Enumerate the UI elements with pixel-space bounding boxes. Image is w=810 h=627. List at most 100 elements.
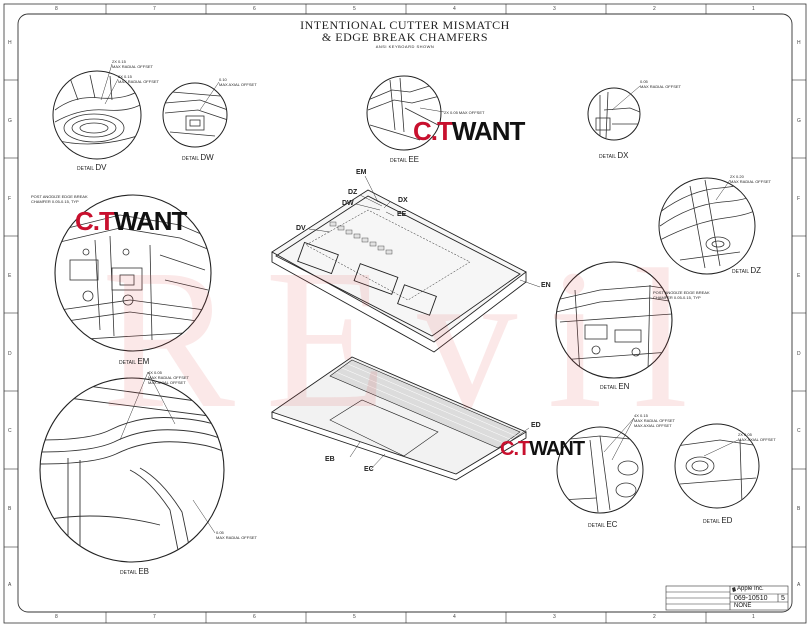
callout-dx: DX — [398, 197, 408, 204]
drawing-title-line2: & EDGE BREAK CHAMFERS — [321, 30, 489, 44]
zone-col-8: 8 — [55, 6, 58, 12]
zone-row-e: E — [8, 273, 12, 279]
callout-dv: DV — [296, 225, 306, 232]
ed-note-1: 2X 0.05 — [738, 432, 752, 437]
dv-note-1: 2X 0.15 — [112, 59, 126, 64]
zone-row-f: F — [8, 196, 12, 202]
zone-row-d: D — [8, 351, 12, 357]
zone-col-6: 6 — [253, 6, 256, 12]
top-case-view — [271, 189, 527, 353]
zone-row-b-right: B — [797, 506, 801, 512]
apple-logo-icon — [732, 587, 736, 592]
detail-dv-caption: DETAIL DV — [77, 163, 107, 172]
detail-ed-caption: DETAIL ED — [703, 516, 733, 525]
ed-note-2: MAX AXIAL OFFSET — [738, 437, 776, 442]
dz-note-2: MAX RADIAL OFFSET — [730, 179, 771, 184]
ctwant-watermark-3: C.TWANT — [500, 438, 585, 460]
ctwant-watermark-1: C.TWANT — [413, 116, 525, 146]
callout-eb: EB — [325, 456, 335, 463]
ctwant-watermark-2: C.TWANT — [75, 206, 187, 236]
keyboard-view — [271, 356, 527, 481]
zone-col-4: 4 — [453, 6, 456, 12]
detail-em-view — [54, 194, 212, 352]
detail-dx-view — [587, 85, 641, 141]
dz-note-1: 2X 0.20 — [730, 174, 744, 179]
title-block-rev: 5 — [781, 595, 785, 602]
detail-eb-caption: DETAIL EB — [120, 567, 150, 576]
detail-dw-caption: DETAIL DW — [182, 153, 214, 162]
em-note-2: CHAMFER 0.05-0.15, TYP — [31, 199, 79, 204]
zone-row-e-right: E — [797, 273, 801, 279]
zone-col-5: 5 — [353, 6, 356, 12]
zone-row-h: H — [8, 40, 12, 46]
dx-note-2: MAX RADIAL OFFSET — [640, 84, 681, 89]
em-note-1: POST ANODIZE EDGE BREAK — [31, 194, 88, 199]
dv-note-2: MAX RADIAL OFFSET — [112, 64, 153, 69]
ee-note-1: 2X 0.05 MAX OFFSET — [444, 110, 485, 115]
zone-col-7-bottom: 7 — [153, 614, 156, 620]
key-grid — [335, 363, 517, 445]
zone-row-g: G — [8, 118, 12, 124]
detail-en-caption: DETAIL EN — [600, 382, 630, 391]
zone-col-1-bottom: 1 — [752, 614, 755, 620]
outer-border — [3, 3, 807, 624]
detail-ee-caption: DETAIL EE — [390, 155, 420, 164]
detail-eb-view — [39, 371, 225, 563]
ec-note-1: 4X 0.15 — [634, 413, 648, 418]
dx-note-1: 0.05 — [640, 79, 648, 84]
zone-col-1: 1 — [752, 6, 755, 12]
zone-row-b: B — [8, 506, 12, 512]
ec-note-3: MAX AXIAL OFFSET — [634, 423, 672, 428]
callout-leaders — [308, 175, 541, 471]
detail-dx-caption: DETAIL DX — [599, 151, 629, 160]
zone-row-g-right: G — [797, 118, 801, 124]
dv-note-4: MAX RADIAL OFFSET — [118, 79, 159, 84]
zone-col-4-bottom: 4 — [453, 614, 456, 620]
callout-ee: EE — [397, 211, 407, 218]
dw-note-1: 0.10 — [219, 77, 227, 82]
zone-row-a: A — [8, 582, 12, 588]
detail-ec-caption: DETAIL EC — [588, 520, 618, 529]
zone-row-f-right: F — [797, 196, 801, 202]
zone-col-2-bottom: 2 — [653, 614, 656, 620]
dv-note-3: 6X 0.15 — [118, 74, 132, 79]
callout-em: EM — [356, 169, 367, 176]
zone-row-c-right: C — [797, 428, 801, 434]
detail-ee-view — [366, 75, 445, 151]
title-block-company: Apple Inc. — [737, 586, 764, 592]
ec-note-2: MAX RADIAL OFFSET — [634, 418, 675, 423]
detail-em-caption: DETAIL EM — [119, 357, 150, 366]
callout-dw: DW — [342, 200, 354, 207]
eb-note-3: MAX AXIAL OFFSET — [148, 380, 186, 385]
zone-row-c: C — [8, 428, 12, 434]
callout-dz: DZ — [348, 189, 358, 196]
dw-note-2: MAX AXIAL OFFSET — [219, 82, 257, 87]
callout-ec: EC — [364, 466, 374, 473]
drawing-subtitle: ANSI KEYBOARD SHOWN — [375, 44, 435, 49]
detail-dz-view — [658, 177, 756, 275]
en-note-1: POST ANODIZE EDGE BREAK — [653, 290, 710, 295]
detail-ed-view — [674, 423, 760, 509]
zone-row-a-right: A — [797, 582, 801, 588]
zone-row-h-right: H — [797, 40, 801, 46]
zone-col-2: 2 — [653, 6, 656, 12]
detail-en-view — [555, 261, 673, 379]
detail-dz-caption: DETAIL DZ — [732, 266, 762, 275]
zone-col-3: 3 — [553, 6, 556, 12]
callout-ed: ED — [531, 422, 541, 429]
zone-col-7: 7 — [153, 6, 156, 12]
title-block — [665, 585, 789, 611]
zone-ticks — [4, 4, 806, 623]
eb-note-2: MAX RADIAL OFFSET — [148, 375, 189, 380]
zone-row-d-right: D — [797, 351, 801, 357]
zone-col-3-bottom: 3 — [553, 614, 556, 620]
eb-note-5: MAX RADIAL OFFSET — [216, 535, 257, 540]
callout-en: EN — [541, 282, 551, 289]
eb-note-1: 4X 0.05 — [148, 370, 162, 375]
eb-note-4: 0.05 — [216, 530, 224, 535]
zone-col-6-bottom: 6 — [253, 614, 256, 620]
detail-ec-view — [556, 417, 644, 514]
detail-dw-view — [162, 81, 228, 148]
